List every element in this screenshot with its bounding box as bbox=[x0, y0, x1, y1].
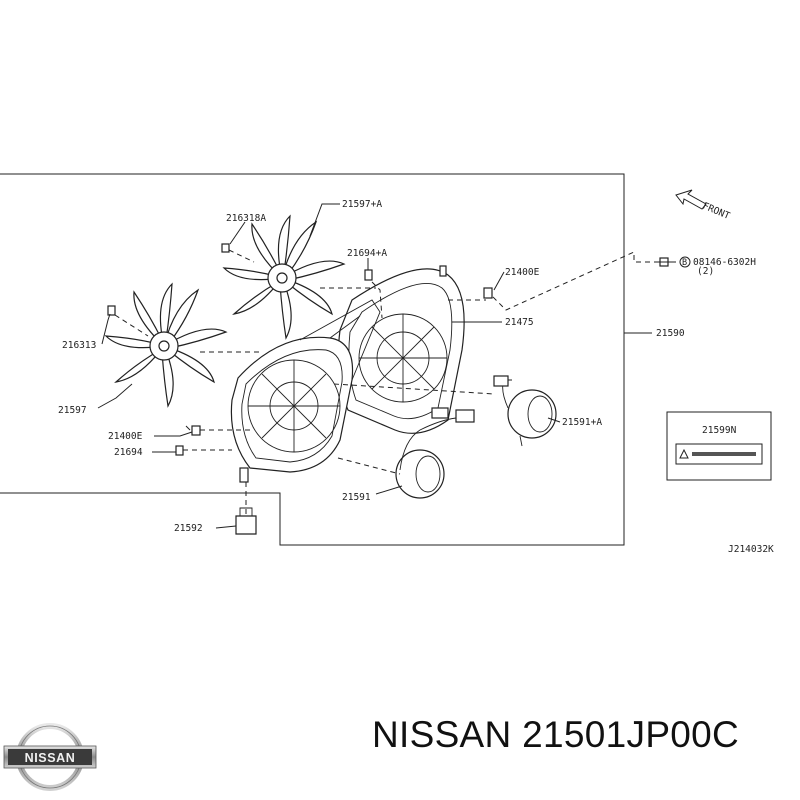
warning-triangle-icon bbox=[679, 448, 689, 459]
label-21400e-top: 21400E bbox=[505, 267, 540, 278]
assembly-lines bbox=[114, 249, 668, 516]
warning-label-box: 21599N bbox=[666, 411, 772, 481]
product-title: NISSAN 21501JP00C bbox=[372, 714, 740, 755]
label-21592: 21592 bbox=[174, 523, 203, 534]
fan-motor-left bbox=[395, 407, 475, 499]
fan-motor-right bbox=[493, 375, 557, 447]
label-21400e-left: 21400E bbox=[108, 431, 143, 442]
label-21475: 21475 bbox=[505, 317, 534, 328]
label-21599n: 21599N bbox=[702, 425, 737, 436]
logo-text: NISSAN bbox=[25, 751, 76, 765]
label-21591a: 21591+A bbox=[562, 417, 602, 428]
clip-icon bbox=[235, 507, 257, 535]
label-08146-6302h: 08146-6302H bbox=[693, 257, 756, 268]
nissan-logo: NISSAN bbox=[3, 723, 97, 791]
label-08146-prefix: B bbox=[682, 258, 687, 268]
label-21694a: 21694+A bbox=[347, 248, 387, 259]
assembly-frame bbox=[0, 173, 625, 546]
diagram-code: J214032K bbox=[728, 544, 774, 555]
label-21591: 21591 bbox=[342, 492, 371, 503]
label-21597a: 21597+A bbox=[342, 199, 382, 210]
label-21694: 21694 bbox=[114, 447, 143, 458]
fan-blade-lower bbox=[104, 282, 228, 408]
label-08146-qty: (2) bbox=[697, 266, 714, 277]
fan-shroud-front bbox=[230, 299, 381, 483]
label-216318a: 216318A bbox=[226, 213, 266, 224]
label-21590: 21590 bbox=[656, 328, 685, 339]
front-label: FRONT bbox=[701, 201, 732, 222]
front-arrow-icon: FRONT bbox=[675, 189, 732, 222]
label-21597: 21597 bbox=[58, 405, 87, 416]
label-216313: 216313 bbox=[62, 340, 96, 351]
leader-lines bbox=[97, 203, 676, 529]
fan-blade-upper bbox=[222, 214, 346, 340]
